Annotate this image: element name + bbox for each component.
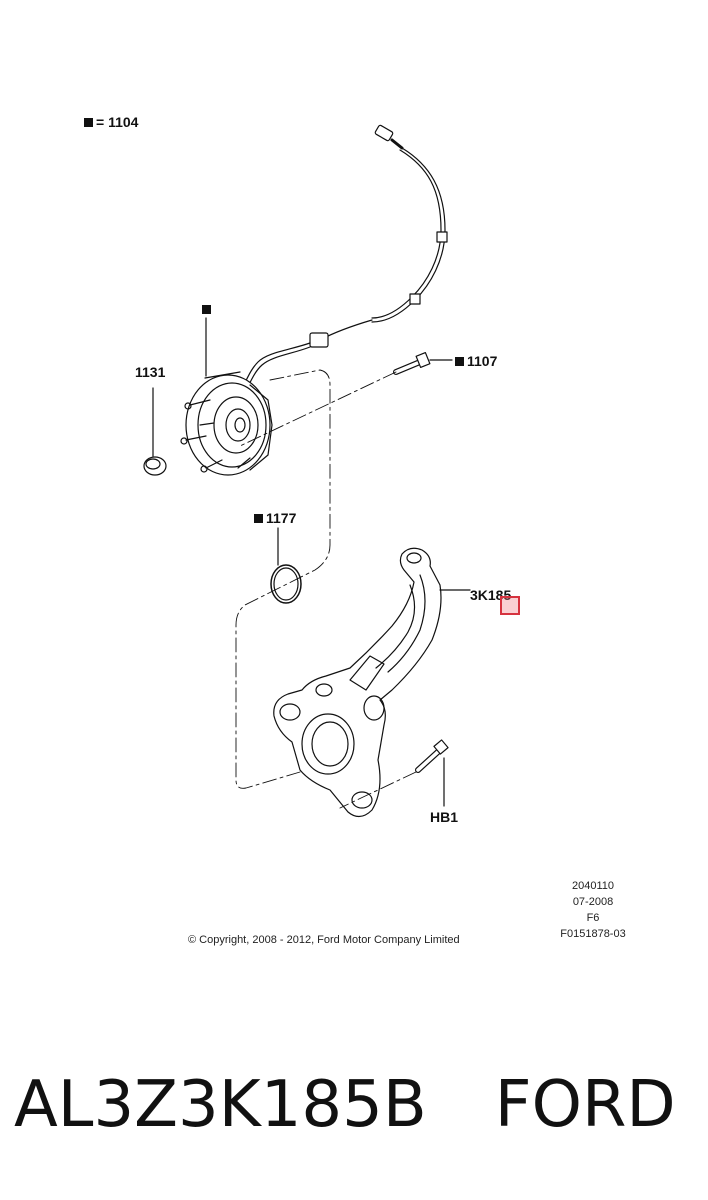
dust-cap [143,387,167,476]
drawing-code: 2040110 [571,880,614,892]
callout-square-marker [202,301,214,317]
callout-hb1: HB1 [430,809,459,825]
hub-bolt [393,351,453,375]
bolt-centerline [239,371,397,447]
part-caption: AL3Z3K185B FORD [14,1060,704,1170]
part-number: AL3Z3K185B [14,1068,427,1142]
drawing-section: F6 [586,912,600,924]
steering-knuckle [273,547,471,818]
square-marker-icon [455,357,464,366]
copyright-notice: © Copyright, 2008 - 2012, Ford Motor Com… [188,934,460,946]
callout-1177: 1177 [254,510,296,526]
exploded-parts-diagram [143,124,471,818]
selected-part-highlight[interactable] [500,596,520,615]
drawing-date: 07-2008 [572,896,614,908]
brand-name: FORD [494,1068,676,1142]
assembly-bracket [235,369,331,789]
wheel-studs [180,399,251,473]
o-ring [270,527,302,604]
square-marker-icon [84,118,93,127]
square-marker-icon [202,305,211,314]
callout-1104: = 1104 [84,114,138,130]
callout-1107: 1107 [455,353,497,369]
hub-bearing-assembly [180,371,273,476]
knuckle-bolt [339,739,449,809]
drawing-metadata: 2040110 07-2008 F6 F0151878-03 [548,878,638,942]
drawing-figure-id: F0151878-03 [560,928,626,940]
abs-sensor-wire [244,124,448,385]
square-marker-icon [254,514,263,523]
callout-1131: 1131 [135,364,166,380]
